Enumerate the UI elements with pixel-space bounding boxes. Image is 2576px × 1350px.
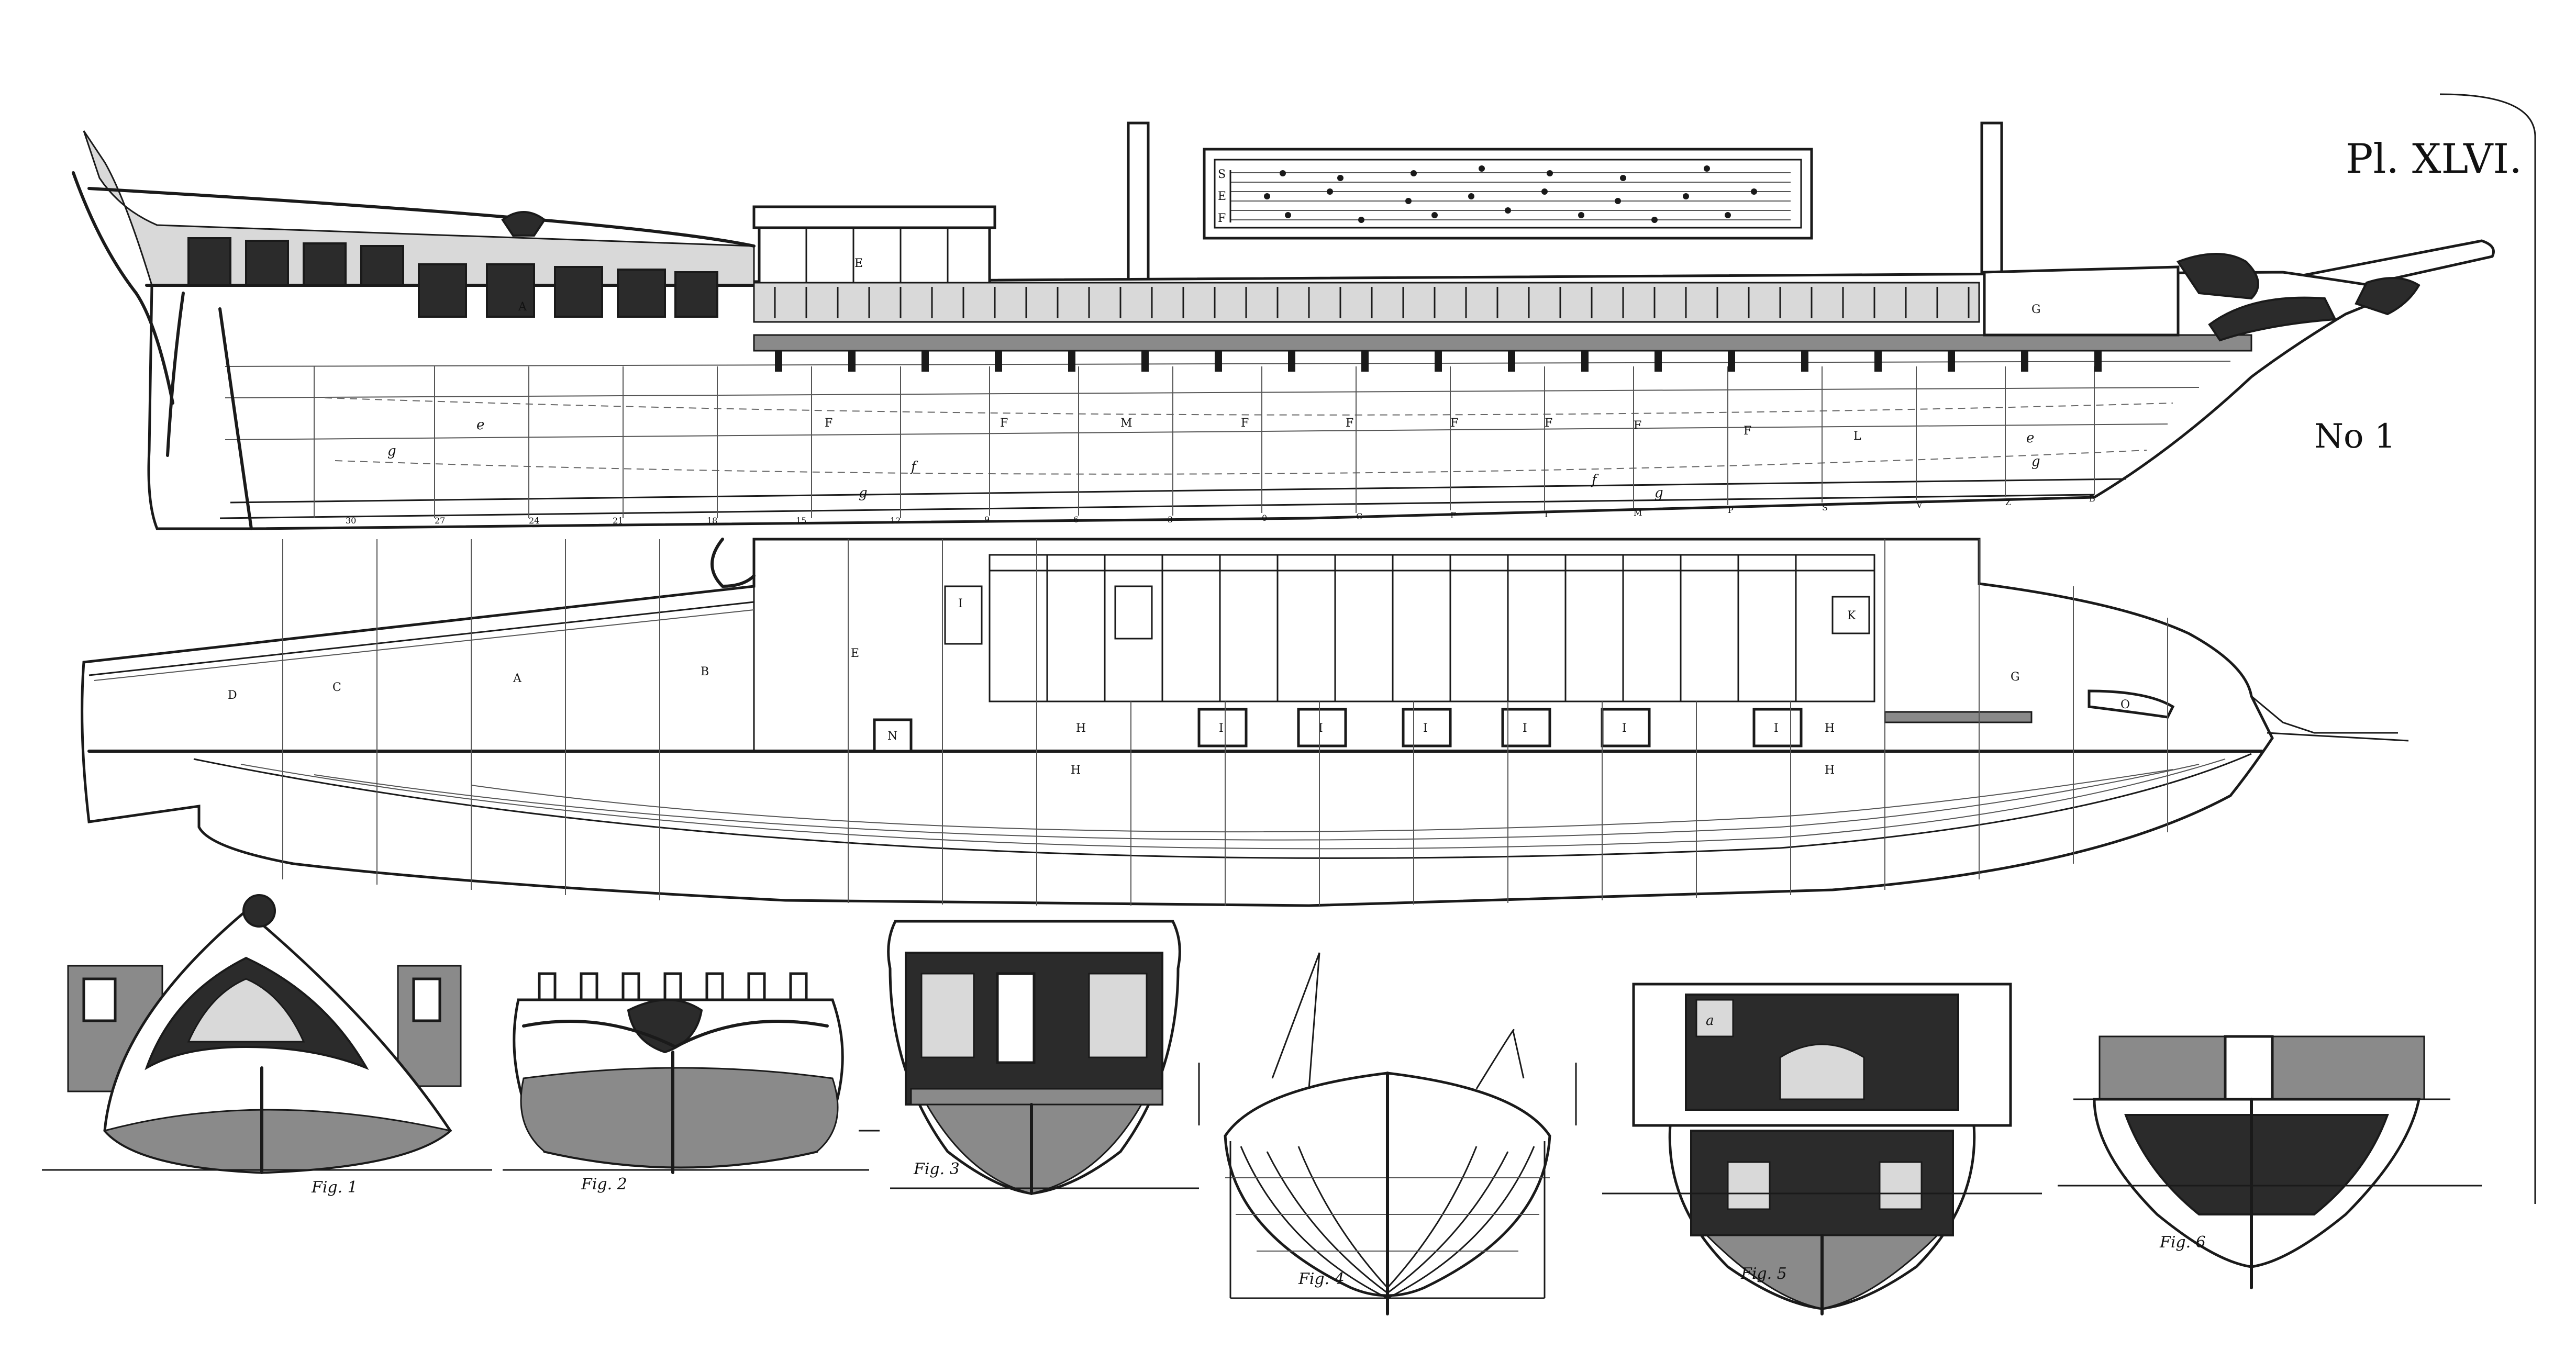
figure-caption: Fig. 4: [1298, 1270, 1345, 1288]
stern-crest: [501, 211, 546, 237]
hull-letter: e: [2026, 430, 2034, 446]
fig-3-cabin-section: [859, 920, 1199, 1195]
bow-ornament: [2176, 253, 2259, 300]
signal-score-panel: S E F: [1203, 148, 1813, 240]
bow-deck-label: G: [2031, 303, 2041, 316]
station-number: 15: [796, 516, 806, 526]
figure-caption: Fig. 2: [581, 1175, 627, 1193]
hold-label: H: [1076, 722, 1086, 735]
hull-letter: F: [1346, 417, 1353, 430]
hull-letter: F: [1241, 417, 1249, 430]
foremast: [1980, 121, 2003, 282]
hull-letter: g: [859, 485, 868, 501]
bow-fitting-label: O: [2120, 698, 2130, 711]
bow-plan-label: G: [2011, 671, 2020, 684]
cabin-door: [1114, 585, 1153, 640]
hold-label: H: [1071, 764, 1081, 777]
hull-letter: F: [1634, 419, 1641, 432]
cabin-label: E: [851, 647, 859, 660]
station-number: I: [1545, 509, 1548, 519]
hold-label: H: [1825, 764, 1835, 777]
plan-outline: [81, 538, 2274, 907]
fig-4-hull-lines: [1198, 952, 1577, 1315]
deckhouse-label: E: [854, 257, 863, 270]
score-letter: F: [1218, 212, 1226, 225]
station-number: F: [1450, 510, 1456, 520]
fig-5-midship-section: a: [1602, 983, 2042, 1315]
plate-number: No 1: [2314, 417, 2396, 456]
bow-deck: [1983, 265, 2180, 337]
berth-label: I: [1423, 722, 1428, 735]
cabin-letter: a: [1706, 1013, 1714, 1029]
figure-caption: Fig. 3: [913, 1160, 960, 1178]
hull-letter: F: [1000, 417, 1008, 430]
hull-letter: g: [1655, 485, 1663, 501]
sofa: [1779, 1043, 1865, 1100]
hull-letter: F: [1545, 417, 1552, 430]
station-number: 24: [529, 516, 539, 526]
stern-panel-label: A: [518, 300, 527, 314]
berth-label: I: [1622, 722, 1627, 735]
balustrade: [753, 282, 1980, 323]
berth-label: I: [1523, 722, 1527, 735]
figure-caption: Fig. 6: [2159, 1233, 2206, 1252]
plan-letter: C: [332, 681, 341, 694]
station-number: 3: [1168, 515, 1173, 525]
station-number: S: [1822, 503, 1828, 512]
plate-title: Pl. XLVI.: [2346, 136, 2522, 183]
plan-letter: B: [701, 665, 709, 678]
station-number: B: [2089, 494, 2095, 504]
side-elevation: A E: [72, 121, 2495, 530]
station-number: 12: [890, 516, 901, 526]
station-scale: 30 27 24 21 18 15 12 9 6 3 0 C F I M P S…: [346, 494, 2095, 526]
stern-crest: [242, 894, 276, 928]
station-number: 9: [984, 515, 990, 525]
deckhouse: [758, 226, 991, 287]
hull-letter: g: [387, 443, 396, 459]
hull-letter: M: [1120, 417, 1132, 430]
station-number: C: [1356, 511, 1362, 521]
hull-letter: g: [2031, 454, 2040, 470]
station-number: 30: [346, 516, 356, 526]
station-number: 21: [613, 516, 623, 526]
mainmast: [1127, 121, 1150, 287]
cabin-box-label: K: [1847, 609, 1856, 622]
berth-label: I: [1318, 722, 1323, 735]
deck-plan: I K I I I I I I N O: [81, 538, 2409, 907]
fig-1-stern-view: [42, 894, 492, 1174]
figure-caption: Fig. 5: [1740, 1265, 1787, 1283]
hold-label: H: [1825, 722, 1835, 735]
fig-6-bow-section: [2058, 1035, 2482, 1289]
stern-gallery: [83, 130, 755, 286]
station-number: 6: [1073, 515, 1079, 525]
score-letter: E: [1218, 190, 1226, 203]
cabin-box-label: I: [958, 597, 963, 610]
fig-2-bow-view: [503, 972, 869, 1174]
hull-letter: e: [476, 417, 484, 433]
score-letter: S: [1218, 168, 1226, 181]
station-number: V: [1916, 500, 1923, 510]
hull-letter: F: [825, 417, 832, 430]
deckhouse-roof: [752, 205, 996, 229]
hull-letter: F: [1450, 417, 1458, 430]
plan-letter: A: [513, 672, 522, 685]
figurehead: [2355, 277, 2420, 316]
figure-caption: Fig. 1: [311, 1178, 358, 1197]
berth-label: I: [1219, 722, 1224, 735]
berth-label: I: [1774, 722, 1779, 735]
station-number: M: [1634, 508, 1642, 518]
hull-letter: F: [1744, 425, 1751, 438]
hatch-label: N: [887, 730, 897, 743]
station-number: 0: [1262, 513, 1267, 523]
plan-letter: D: [228, 689, 237, 702]
station-number: 18: [707, 516, 717, 526]
station-number: Z: [2005, 497, 2011, 507]
plate-border: [2439, 93, 2536, 1204]
hull-letter: L: [1853, 430, 1861, 443]
station-number: P: [1728, 505, 1734, 515]
station-number: 27: [435, 516, 445, 526]
wale: [753, 334, 2252, 352]
